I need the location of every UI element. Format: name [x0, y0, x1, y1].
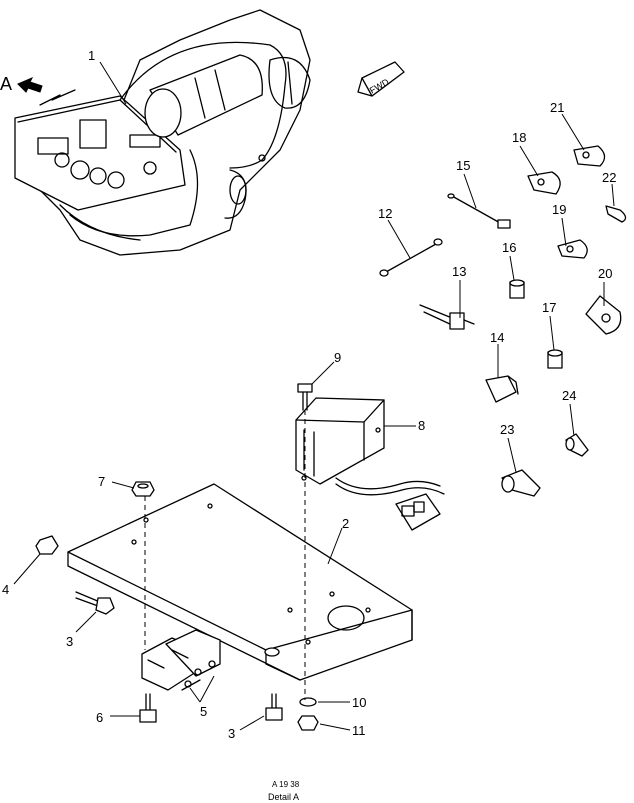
part-24-boot [565, 433, 589, 457]
part-7-nut [131, 481, 155, 497]
callout-23: 23 [500, 422, 514, 437]
callout-3: 3 [66, 634, 73, 649]
fwd-direction-icon: FWD [357, 61, 405, 97]
part-17-grommet [547, 349, 563, 369]
callout-3b: 3 [228, 726, 235, 741]
callout-7: 7 [98, 474, 105, 489]
part-23-boot [501, 469, 541, 497]
callout-17: 17 [542, 300, 556, 315]
callout-24: 24 [562, 388, 576, 403]
part-14-connector [485, 375, 519, 403]
part-21-clip [573, 145, 606, 167]
leader-lines [13, 61, 615, 731]
callout-14: 14 [490, 330, 504, 345]
callout-20: 20 [598, 266, 612, 281]
callout-2: 2 [342, 516, 349, 531]
part-2-mounting-plate [67, 483, 413, 681]
part-20-clip [585, 295, 622, 335]
callout-9: 9 [334, 350, 341, 365]
part-3-bolt-left [75, 591, 115, 615]
part-5-relay [141, 629, 221, 691]
part-11-nut [297, 715, 319, 731]
part-9-bolt [297, 383, 313, 411]
part-13-sensor [419, 304, 475, 330]
callout-15: 15 [456, 158, 470, 173]
part-10-washer [299, 697, 317, 707]
callout-13: 13 [452, 264, 466, 279]
view-marker-label: A [0, 74, 12, 94]
callout-5: 5 [200, 704, 207, 719]
part-19-clip [557, 239, 588, 259]
part-4-nut [35, 535, 59, 555]
callout-6: 6 [96, 710, 103, 725]
callout-19: 19 [552, 202, 566, 217]
callout-21: 21 [550, 100, 564, 115]
callout-1: 1 [88, 48, 95, 63]
part-3-bolt-bottom [265, 693, 283, 721]
engine-assembly [14, 9, 311, 256]
part-16-grommet [509, 279, 525, 299]
drawing-caption: Detail A [268, 792, 299, 802]
callout-18: 18 [512, 130, 526, 145]
callout-4: 4 [2, 582, 9, 597]
part-15-strap [447, 193, 511, 229]
part-8-controller [295, 397, 445, 531]
washer [264, 647, 280, 657]
callout-11: 11 [352, 723, 366, 738]
part-6-bolt [139, 693, 157, 723]
part-12-cable-strap [379, 238, 443, 277]
drawing-code: A 19 38 [272, 780, 300, 789]
view-arrow-icon [17, 77, 43, 93]
callout-12: 12 [378, 206, 392, 221]
callout-8: 8 [418, 418, 425, 433]
callout-16: 16 [502, 240, 516, 255]
part-18-clip [527, 171, 561, 195]
part-22-clip [605, 205, 627, 223]
callout-10: 10 [352, 695, 366, 710]
callout-22: 22 [602, 170, 616, 185]
